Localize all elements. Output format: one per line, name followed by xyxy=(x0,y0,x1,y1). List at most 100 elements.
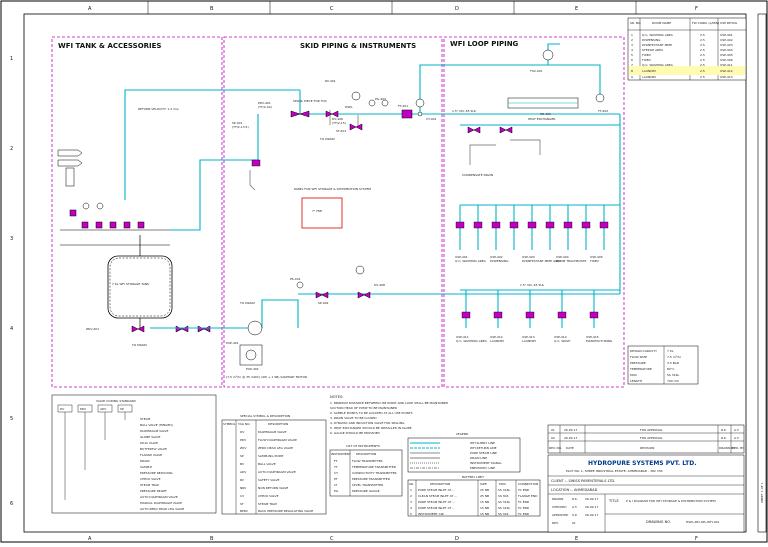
company-name: HYDROPURE SYSTEMS PVT. LTD. xyxy=(588,460,696,467)
return-velocity-label: RETURN VELOCITY: 1.2 m/s xyxy=(138,107,179,111)
battery-cell: 15 NB xyxy=(480,512,489,516)
legend-item: WFI SUPPLY LINE xyxy=(470,441,495,445)
valve-desc: AUTO DIAPHRAGM VALVE xyxy=(140,495,178,499)
room-table-head: FW CONN. (L/MIN) xyxy=(692,21,719,25)
row-number: 1 xyxy=(10,56,13,62)
table-cell: 3 xyxy=(631,43,633,47)
section-title-wfi-tank: WFI TANK & ACCESSORIES xyxy=(58,42,161,50)
skid-instruments xyxy=(290,91,425,131)
instrument-code: TT xyxy=(333,465,338,469)
symbol-tag: ZDV xyxy=(240,446,247,450)
design-val: SS 316L xyxy=(667,373,679,377)
sign-row: CHECKED xyxy=(552,505,567,509)
rev-cell: A.T. xyxy=(734,436,739,440)
battery-cell: SS 316L xyxy=(498,506,510,510)
battery-head: DESCRIPTION xyxy=(430,482,450,486)
valve-desc: DIAPHRAGM VALVE xyxy=(140,429,168,433)
valve-desc: BUTTERFLY VALVE xyxy=(140,447,167,451)
valve-desc: PLUG VALVE xyxy=(140,441,158,445)
col-letter: F xyxy=(695,536,698,542)
battery-cell: 5 xyxy=(410,512,412,516)
legend-item: INSTRUMENT SIGNAL xyxy=(470,461,502,465)
symbol-desc: AUTO DIAPHRAGM VALVE xyxy=(258,470,296,474)
section-loop-boundary xyxy=(443,36,625,388)
legend-item: PURE STEAM LINE xyxy=(470,451,497,455)
symbol-desc: SAFETY VALVE xyxy=(258,478,280,482)
panel-label: PANEL FOR WFI STORAGE & DISTRIBUTION SYS… xyxy=(294,187,371,191)
battery-cell: SS 304 xyxy=(498,494,509,498)
tag-dv406-sub: (TT/2-15) xyxy=(332,121,346,125)
battery-cell: 3 xyxy=(410,500,412,504)
drawing-no: HSPL-PID-SPL-WFI-001 xyxy=(686,520,720,524)
col-letter: F xyxy=(695,6,698,12)
table-cell: DISPENSING xyxy=(642,38,661,42)
symbol-tag: CV xyxy=(240,494,245,498)
design-val: 3.5 BAR xyxy=(667,361,679,365)
label-spool-piece: SPOOL PIECE FOR TOC xyxy=(293,99,327,103)
note-line: 5. HEAT EXCHANGER SHOULD BE INSTALLED IN… xyxy=(330,426,412,430)
symbol-tag: DV xyxy=(240,430,245,434)
tag-ft401: FT-401 xyxy=(398,104,408,108)
col-letter: B xyxy=(210,6,214,12)
to-drain-label: TO DRAIN xyxy=(319,137,335,141)
valve-desc: BALL VALVE (HINGED) xyxy=(140,423,173,427)
rev-head: DRAWN BY xyxy=(719,446,735,450)
battery-cell: TC END xyxy=(517,506,530,510)
tag-tsv: TSV-401 xyxy=(529,69,543,73)
tag-pup402: PUP-402 xyxy=(246,367,259,371)
valve-desc: DRAIN xyxy=(140,459,149,463)
instruments-table: LIST OF INSTRUMENTS INSTRUMENT DESCRIPTI… xyxy=(329,444,403,497)
room-table-head: SR. NO. xyxy=(630,21,641,25)
design-table: DESIGN CAPACITY 7 KL FLOW RATE 7.5 m³/hr… xyxy=(627,345,699,385)
table-cell: 4 xyxy=(631,48,633,52)
use-point-name: Q.C. WASHING AREA xyxy=(456,339,488,343)
battery-cell: SS 316L xyxy=(498,488,510,492)
use-point-name: ROOM TRACHEOSTE xyxy=(556,259,586,263)
design-val: 7 KL xyxy=(667,349,674,353)
valve-desc: GLOBE VALVE xyxy=(140,435,160,439)
inlet-arrow xyxy=(57,149,83,157)
row-number: 4 xyxy=(10,326,13,332)
battery-cell: SS 316L xyxy=(498,500,510,504)
sign-row: 01 xyxy=(572,521,576,525)
hex-name: HEAT EXCHANGER xyxy=(528,117,555,121)
table-cell: FIXED xyxy=(642,58,652,62)
valve-std-title: VALVE CODING STANDARD xyxy=(96,399,137,403)
rev-cell: 26.09.17 xyxy=(564,428,577,432)
table-cell: LAUNDRY xyxy=(642,69,656,73)
sign-row: APPROVED xyxy=(552,513,569,517)
table-cell: USP-406 xyxy=(720,58,733,62)
table-cell: 2.5 xyxy=(700,53,705,57)
tag-dv408: DV-408 xyxy=(374,283,385,287)
battery-head: CONNECTION xyxy=(518,482,538,486)
instrument-desc: PRESSURE TRANSMITTER xyxy=(352,477,390,481)
use-point-tag: USP-405 xyxy=(590,255,603,259)
rev-cell: R.K. xyxy=(721,428,727,432)
valve-desc: PRESSURE RELIEF xyxy=(140,489,167,493)
instrument-code: LT xyxy=(334,483,337,487)
battery-head: SIZE xyxy=(480,482,487,486)
pump-note: (7.5 m³/hr @ 35 mWC) (4W + 1 SB) SANITAR… xyxy=(226,375,307,379)
note-line: 1. MINIMUM DISTANCE BETWEEN USE POINT AN… xyxy=(330,401,449,405)
battery-cell: TC END xyxy=(517,512,530,516)
symbol-desc: ZERO DEAD LEG VALVE xyxy=(258,446,293,450)
junction-box xyxy=(251,159,261,167)
battery-cell: PURE STEAM INLET AT ... xyxy=(418,500,455,504)
design-val: 7.5 m³/hr xyxy=(667,355,682,359)
sign-row: 26.09.17 xyxy=(585,505,598,509)
col-letter: E xyxy=(575,6,578,12)
col-letter: D xyxy=(455,6,459,12)
room-table-head: USP DETAIL xyxy=(720,21,738,25)
symbol-desc: STEAM TRAP xyxy=(258,502,277,506)
battery-cell: PURE STEAM INLET AT ... xyxy=(418,506,455,510)
use-points-bottom xyxy=(461,311,599,319)
rev-head: CHK. BY xyxy=(732,446,744,450)
rev-cell: 26.09.17 xyxy=(564,436,577,440)
symbols-title: SPECIAL SYMBOL & DESCRIPTION xyxy=(240,414,290,418)
tag-pdv401-sub: (TT/2-40) xyxy=(258,105,272,109)
table-cell: Q.C. WASHING AREA xyxy=(642,33,674,37)
valve-desc: AUTO ZERO DEAD LEG VALVE xyxy=(140,507,184,511)
tag-ct401: CT-401 xyxy=(426,117,437,121)
tag-rv401: RV-401 xyxy=(325,79,336,83)
